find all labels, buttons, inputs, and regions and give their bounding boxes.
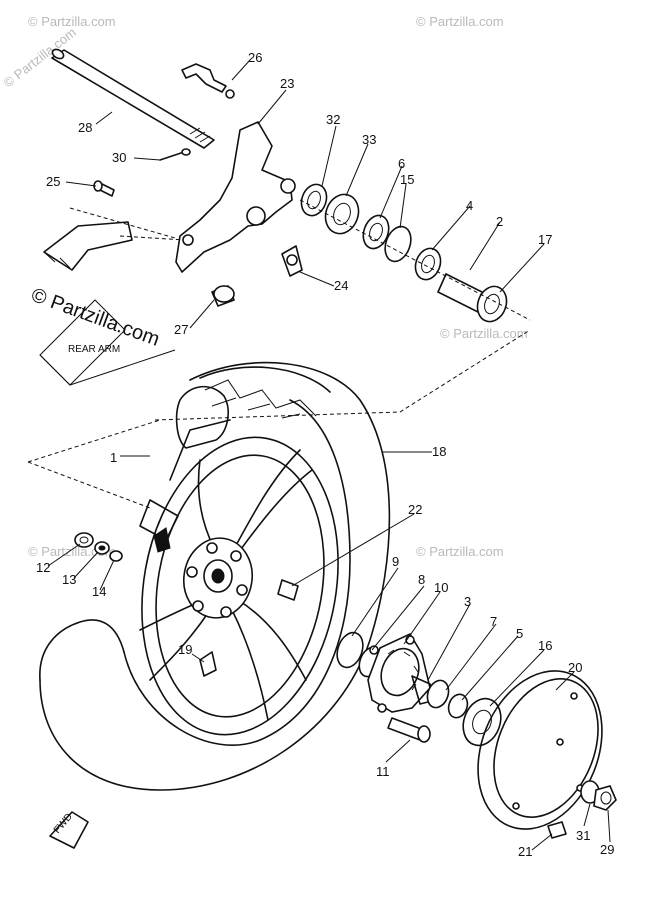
label-13: 13: [62, 572, 76, 587]
watermark-center-left: © Partzilla.com: [28, 284, 162, 351]
rear-arm-inset: REAR ARM: [39, 207, 186, 386]
label-32: 32: [326, 112, 340, 127]
label-10: 10: [434, 580, 448, 595]
label-5: 5: [516, 626, 523, 641]
label-1: 1: [110, 450, 117, 465]
label-4: 4: [466, 198, 473, 213]
label-14: 14: [92, 584, 106, 599]
label-15: 15: [400, 172, 414, 187]
label-21: 21: [518, 844, 532, 859]
label-2: 2: [496, 214, 503, 229]
rear-arm-label: REAR ARM: [68, 344, 120, 355]
fwd-label: FWD: [52, 811, 75, 836]
watermark-top-left: © Partzilla.com: [28, 14, 116, 29]
label-7: 7: [490, 614, 497, 629]
label-31: 31: [576, 828, 590, 843]
label-30: 30: [112, 150, 126, 165]
watermark-top-right: © Partzilla.com: [416, 14, 504, 29]
leader-lines: [47, 59, 611, 851]
label-25: 25: [46, 174, 60, 189]
label-19: 19: [178, 642, 192, 657]
clip-24: [281, 245, 303, 277]
label-20: 20: [568, 660, 582, 675]
label-17: 17: [538, 232, 552, 247]
fwd-arrow: FWD: [49, 811, 89, 849]
label-11: 11: [376, 764, 390, 779]
label-22: 22: [408, 502, 422, 517]
collar-27: [211, 285, 235, 307]
label-3: 3: [464, 594, 471, 609]
label-28: 28: [78, 120, 92, 135]
label-16: 16: [538, 638, 552, 653]
brake-bracket: [175, 63, 296, 273]
label-18: 18: [432, 444, 446, 459]
bolt-25: [93, 180, 115, 197]
watermark-bottom-right: © Partzilla.com: [416, 544, 504, 559]
brake-plate: [477, 670, 617, 839]
watermark-mid-left: © Partzilla.com: [1, 25, 79, 91]
rear-wheel: [39, 361, 391, 791]
label-6: 6: [398, 156, 405, 171]
part-number-labels: 1 2 3 4 5 6 7 8 9 10 11 12 13 14 15 16 1…: [36, 50, 614, 859]
label-8: 8: [418, 572, 425, 587]
label-33: 33: [362, 132, 376, 147]
watermark-bottom-left: © Partzilla.com: [28, 544, 116, 559]
hub-assembly: [336, 631, 502, 747]
label-29: 29: [600, 842, 614, 857]
pin-30: [159, 148, 191, 161]
dashed-outline-upper: [27, 329, 531, 509]
label-12: 12: [36, 560, 50, 575]
watermark-mid-right: © Partzilla.com: [440, 326, 528, 341]
label-27: 27: [174, 322, 188, 337]
axle: [51, 48, 215, 149]
bearing-row: [299, 183, 531, 323]
label-9: 9: [392, 554, 399, 569]
label-23: 23: [280, 76, 294, 91]
label-24: 24: [334, 278, 348, 293]
washers-left: [74, 532, 123, 562]
label-26: 26: [248, 50, 262, 65]
